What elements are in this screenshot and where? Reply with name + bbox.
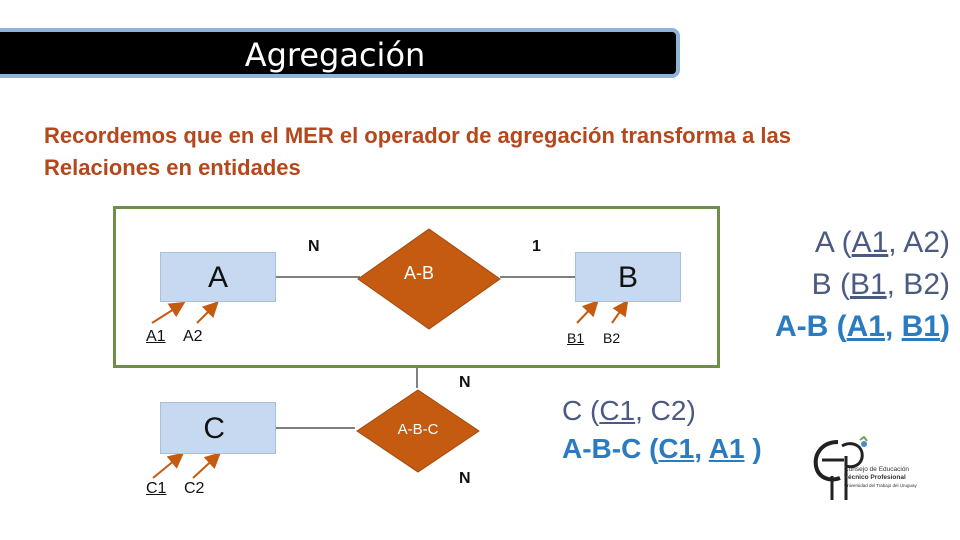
attribute-a1: A1 (146, 328, 166, 345)
schema-ab-block: A (A1, A2) B (B1, B2) A-B (A1, B1) (740, 222, 950, 348)
schema-c: C (C1, C2) (562, 392, 812, 430)
schema-ab-key1: A1 (846, 310, 885, 343)
schema-abc-mid: , (694, 433, 709, 464)
cardinality-n-top: N (459, 374, 471, 391)
cetp-logo-text: Consejo de Educación Técnico Profesional… (844, 466, 917, 490)
schema-abc-key1: C1 (658, 433, 695, 464)
arrow-b2 (611, 299, 629, 324)
entity-a: A (160, 252, 276, 302)
schema-a-pre: A ( (814, 226, 852, 259)
entity-c: C (160, 402, 276, 454)
aggregation-box (113, 206, 720, 368)
schema-c-post: , C2) (635, 395, 696, 426)
slide-title: Agregación (244, 36, 426, 74)
intro-line-2: Relaciones en entidades (44, 155, 301, 180)
relation-ab-label: A-B (403, 263, 434, 283)
attribute-c1: C1 (146, 480, 167, 497)
cetp-logo-line2: Técnico Profesional (844, 474, 906, 481)
schema-c-key: C1 (599, 395, 636, 426)
attribute-b1: B1 (567, 330, 585, 346)
relation-abc-label: A-B-C (397, 421, 439, 438)
schema-a-post: , A2) (888, 226, 950, 259)
cetp-logo-line3: Universidad del Trabajo del Uruguay (844, 483, 917, 488)
relation-abc-diamond (356, 389, 480, 473)
intro-text: Recordemos que en el MER el operador de … (44, 120, 924, 184)
schema-abc: A-B-C (C1, A1 ) (562, 430, 812, 468)
schema-ab-key2: B1 (901, 310, 940, 343)
arrow-c2 (192, 452, 221, 479)
schema-abc-pre: A-B-C ( (562, 433, 659, 464)
relation-ab-diamond (357, 228, 501, 330)
title-bar (0, 28, 680, 78)
schema-b-post: , B2) (886, 268, 950, 301)
cetp-logo-icon (813, 436, 868, 500)
schema-ab: A-B (A1, B1) (740, 306, 950, 348)
arrow-b1 (576, 300, 599, 324)
schema-b-pre: B ( (811, 268, 850, 301)
schema-abc-key2: A1 (708, 433, 745, 464)
cetp-logo-line1: Consejo de Educación (844, 466, 910, 473)
intro-line-1: Recordemos que en el MER el operador de … (44, 123, 792, 148)
schema-ab-pre: A-B ( (774, 310, 847, 343)
arrow-c1 (152, 452, 185, 479)
arrow-a2 (196, 301, 219, 324)
schema-b-key: B1 (849, 268, 887, 301)
schema-abc-block: C (C1, C2) A-B-C (C1, A1 ) (562, 392, 812, 468)
schema-b: B (B1, B2) (740, 264, 950, 306)
attribute-b2: B2 (603, 330, 621, 346)
cetp-logo: Consejo de Educación Técnico Profesional… (808, 436, 928, 506)
schema-ab-post: ) (940, 310, 950, 343)
schema-ab-mid: , (884, 310, 902, 343)
cardinality-1-ab: 1 (532, 238, 541, 255)
attribute-a2: A2 (183, 328, 203, 345)
cardinality-n-bottom: N (459, 470, 471, 487)
entity-b: B (575, 252, 681, 302)
schema-a-key: A1 (851, 226, 889, 259)
cardinality-n-ab: N (308, 238, 320, 255)
arrow-a1 (151, 301, 186, 324)
schema-c-pre: C ( (562, 395, 600, 426)
attribute-c2: C2 (184, 480, 205, 497)
schema-abc-post: ) (744, 433, 762, 464)
schema-a: A (A1, A2) (740, 222, 950, 264)
